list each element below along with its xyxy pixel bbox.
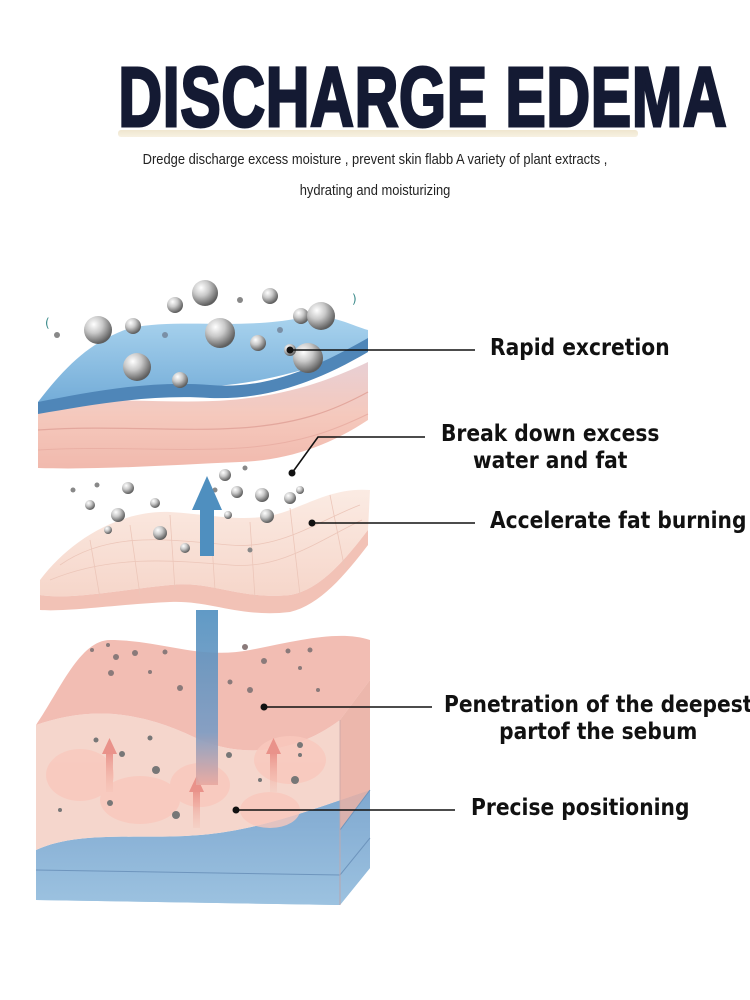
leader-lines <box>236 349 475 811</box>
motion-mark-left-icon: ( <box>45 316 50 330</box>
callout-break-down: Break down excess water and fat <box>441 421 659 475</box>
motion-mark-right-icon: ) <box>352 292 357 306</box>
title-underline <box>118 130 638 137</box>
fat-particles <box>70 465 304 553</box>
callout-text: Penetration of the deepest <box>444 692 750 718</box>
blue-arrow-shaft <box>200 506 214 556</box>
callout-text: Break down excess <box>441 421 660 447</box>
blue-arrow-head-icon <box>192 476 222 510</box>
callout-text: partof the sebum <box>499 719 698 745</box>
callout-text: Precise positioning <box>471 795 690 821</box>
callout-text: water and fat <box>472 448 628 474</box>
callout-rapid-excretion: Rapid excretion <box>490 335 670 362</box>
blue-beam-arrow-shaft <box>196 610 218 785</box>
callout-penetration: Penetration of the deepest partof the se… <box>444 692 750 746</box>
subtitle-line-2: hydrating and moisturizing <box>299 182 451 199</box>
subtitle-line-1: Dredge discharge excess moisture , preve… <box>142 151 608 168</box>
callout-precise-positioning: Precise positioning <box>471 795 689 822</box>
callout-text: Rapid excretion <box>490 335 670 361</box>
page-title: DISCHARGE EDEMA <box>117 50 728 144</box>
moisture-bubbles-top <box>54 280 335 388</box>
callout-text: Accelerate fat burning <box>490 508 747 534</box>
callout-accelerate-fat-burning: Accelerate fat burning <box>490 508 746 535</box>
